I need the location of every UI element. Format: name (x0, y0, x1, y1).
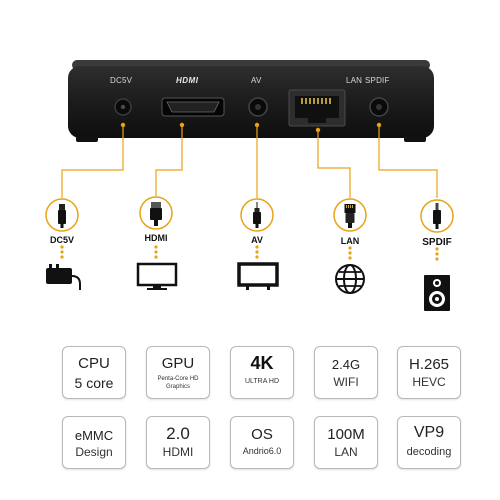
hdmi-plug-icon (139, 196, 173, 230)
spec-card-lan: 100M LAN (314, 416, 378, 469)
port-label-av: AV (251, 76, 262, 85)
spec-sub: Design (75, 445, 113, 459)
power-adapter-icon (46, 264, 81, 290)
speaker-icon (424, 275, 450, 311)
connector-label-av: AV (251, 235, 263, 245)
spec-main: H.265 (408, 356, 450, 373)
port-label-dc5v: DC5V (110, 76, 133, 85)
spec-main: VP9 (413, 424, 445, 441)
spdif-plug-icon (420, 199, 454, 233)
spec-card-os: OS Andrio6.0 (230, 416, 294, 469)
spec-sub: ULTRA HD (244, 378, 280, 385)
spec-sub: decoding (406, 446, 452, 458)
connector-label-hdmi: HDMI (144, 233, 168, 243)
spec-sub: WIFI (333, 375, 359, 389)
tv-box-device: DC5V HDMI AV LAN SPDIF (68, 60, 434, 146)
av-plug-icon (240, 198, 274, 232)
spec-sub: LAN (334, 445, 358, 459)
spec-sub: HEVC (412, 375, 446, 389)
spec-main: 2.0 (166, 424, 190, 443)
lan-plug-icon (333, 198, 367, 232)
spec-main: 100M (327, 426, 365, 443)
spec-card-cpu: CPU 5 core (62, 346, 126, 399)
port-label-lan: LAN (346, 76, 363, 85)
dc-plug-icon (45, 198, 79, 232)
spec-card-hdmi: 2.0 HDMI (146, 416, 210, 469)
device-body (68, 60, 434, 142)
port-label-hdmi: HDMI (176, 76, 199, 85)
spec-main: 4K (250, 353, 274, 373)
spec-main: eMMC (74, 428, 114, 443)
spec-card-4k: 4K ULTRA HD (230, 346, 294, 399)
spec-card-vp9: VP9 decoding (397, 416, 461, 469)
spec-sub: 5 core (74, 375, 114, 391)
connector-label-lan: LAN (340, 236, 360, 246)
globe-icon (335, 264, 365, 294)
spec-card-gpu: GPU Penta-Core HD Graphics (146, 346, 210, 399)
spec-sub: Andrio6.0 (242, 446, 282, 456)
connector-label-dc5v: DC5V (49, 235, 74, 245)
spec-sub: Penta-Core HD Graphics (157, 376, 199, 390)
connector-label-spdif: SPDIF (422, 237, 452, 248)
spec-card-wifi: 2.4G WIFI (314, 346, 378, 399)
spec-main: OS (251, 426, 273, 443)
monitor-icon (136, 262, 178, 290)
spec-card-h265: H.265 HEVC (397, 346, 461, 399)
port-label-spdif: SPDIF (365, 76, 390, 85)
spec-sub: HDMI (162, 445, 194, 459)
spec-main: CPU (78, 355, 110, 372)
spec-card-emmc: eMMC Design (62, 416, 126, 469)
spec-main: GPU (161, 355, 195, 372)
spec-main: 2.4G (331, 357, 361, 372)
tv-icon (237, 262, 279, 290)
